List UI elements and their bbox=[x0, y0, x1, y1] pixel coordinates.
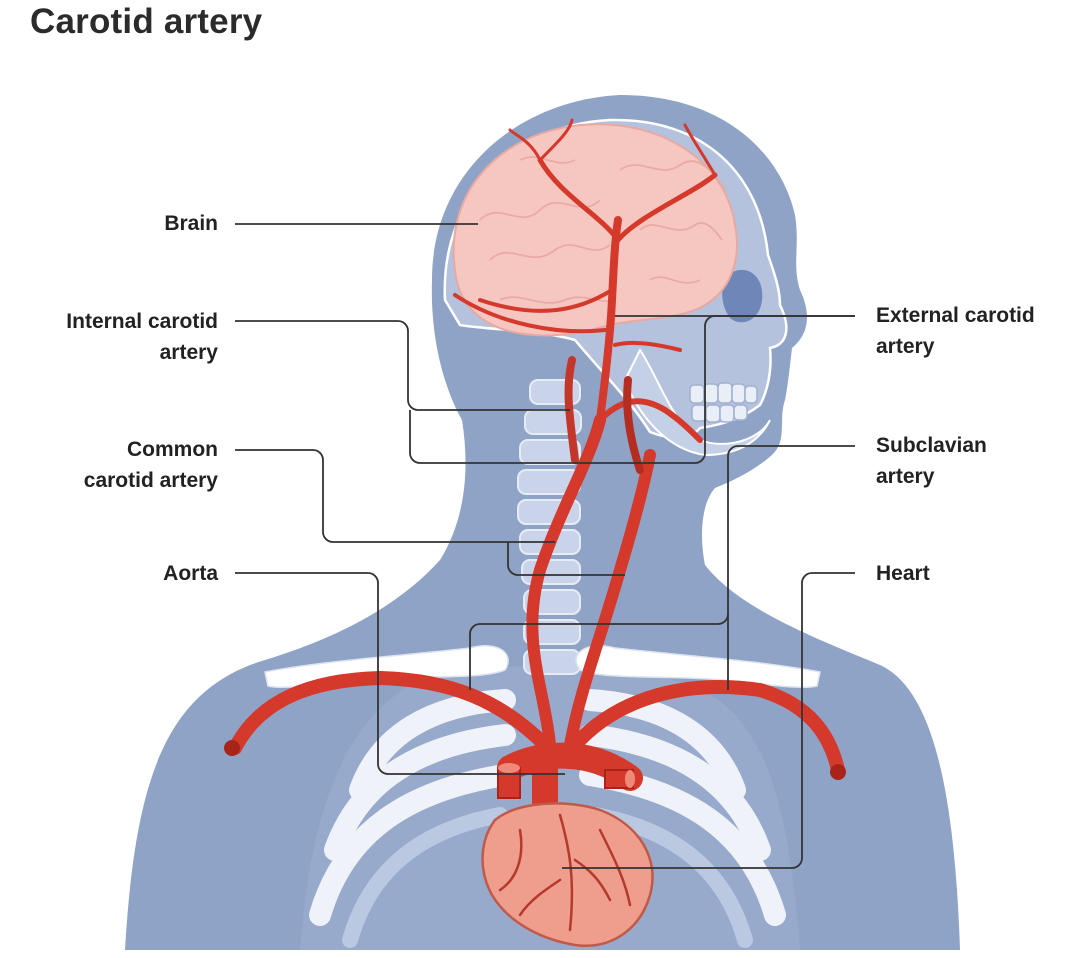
label-brain: Brain bbox=[164, 212, 218, 235]
brain bbox=[452, 123, 738, 337]
arteries bbox=[228, 118, 845, 848]
label-subclavian: Subclavian artery bbox=[876, 430, 1066, 492]
label-external-carotid-line2: artery bbox=[876, 335, 935, 358]
label-subclavian-line1: Subclavian bbox=[876, 434, 987, 457]
label-internal-carotid: Internal carotid artery bbox=[10, 306, 218, 368]
label-internal-carotid-line2: artery bbox=[159, 341, 218, 364]
label-common-carotid-line1: Common bbox=[127, 438, 218, 461]
label-external-carotid-line1: External carotid bbox=[876, 304, 1035, 327]
teeth bbox=[689, 382, 758, 423]
label-subclavian-line2: artery bbox=[876, 465, 935, 488]
leader-lines bbox=[235, 223, 855, 869]
label-common-carotid: Common carotid artery bbox=[10, 434, 218, 496]
label-internal-carotid-line1: Internal carotid bbox=[66, 310, 218, 333]
label-heart: Heart bbox=[876, 562, 930, 585]
label-common-carotid-line2: carotid artery bbox=[83, 469, 218, 492]
label-aorta: Aorta bbox=[163, 562, 218, 585]
page-title: Carotid artery bbox=[30, 2, 263, 41]
label-external-carotid: External carotid artery bbox=[876, 300, 1071, 362]
